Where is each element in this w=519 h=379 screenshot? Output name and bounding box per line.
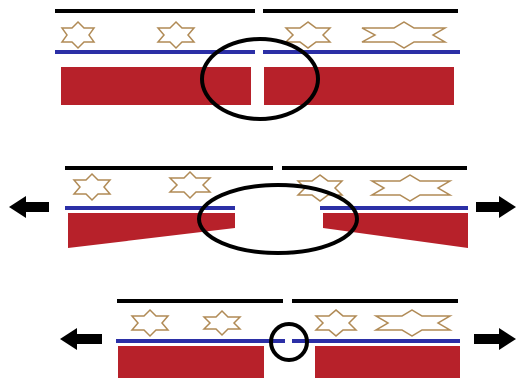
arrow-left-icon [9,196,49,218]
red-layer-right [264,67,454,105]
red-layer-left [118,346,264,378]
red-layer-right [323,213,468,248]
panel-3-pulled-closed [60,301,516,378]
arrow-left-icon [60,328,102,350]
six-point-star-icon [74,174,110,200]
stretched-star-icon [372,175,450,201]
six-point-star-icon [132,310,168,336]
arrow-right-icon [474,328,516,350]
six-point-star-icon [62,22,94,48]
arrow-right-icon [476,196,516,218]
panel-2-pulled-open [9,168,516,253]
red-layer-right [315,346,460,378]
panel-1-cut [55,11,460,119]
stretched-star-icon [376,310,450,336]
six-point-star-icon [170,172,210,198]
six-point-star-icon [158,22,194,48]
red-layer-left [68,213,235,248]
red-layer-left [61,67,251,105]
stretched-star-icon [362,22,445,48]
six-point-star-icon [204,311,240,335]
six-point-star-icon [316,310,356,336]
